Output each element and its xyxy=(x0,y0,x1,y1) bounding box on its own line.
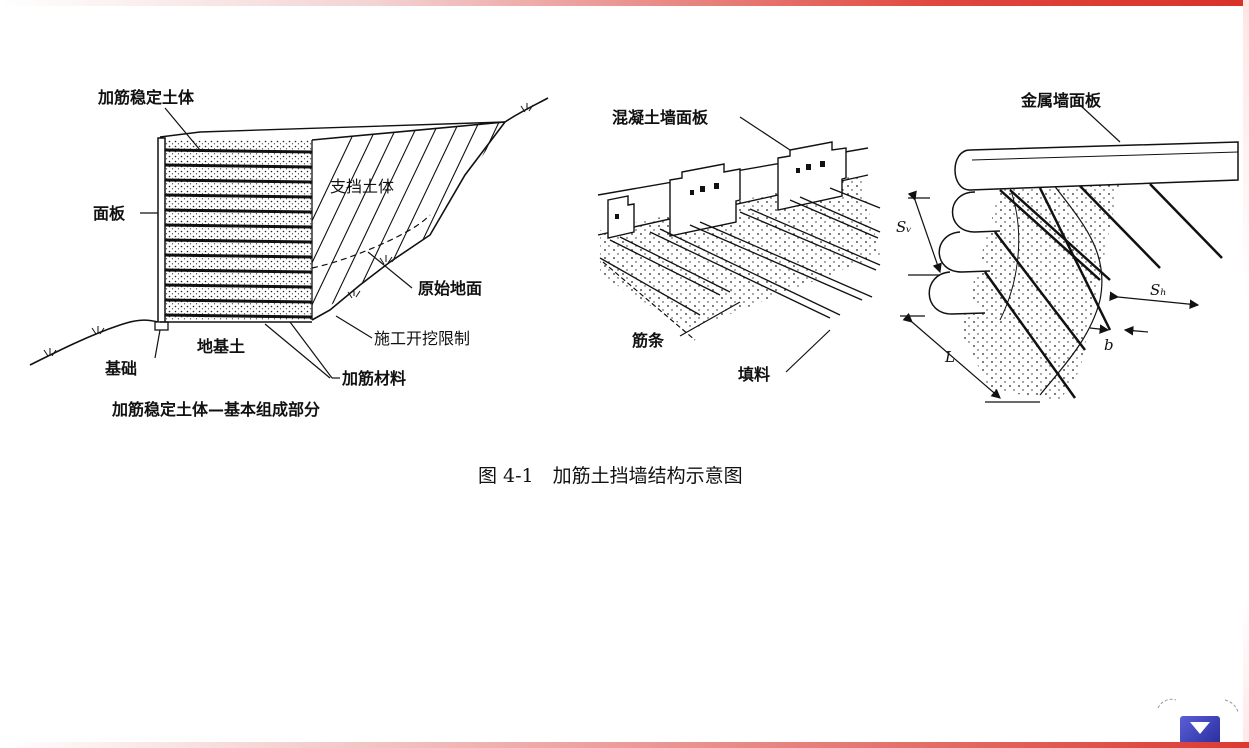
figure-caption: 图 4-1 加筋土挡墙结构示意图 xyxy=(478,465,743,487)
metal-panel-top xyxy=(954,141,1239,191)
middle-panel: 混凝土墙面板 筋条 填料 xyxy=(597,108,881,384)
symbol-sv: Sᵥ xyxy=(896,218,912,236)
label-metal-panel: 金属墙面板 xyxy=(1020,91,1102,110)
label-reinforced-body: 加筋稳定土体 xyxy=(97,88,195,107)
reinforcement-layers xyxy=(164,148,313,319)
label-reinforcement: 加筋材料 xyxy=(341,369,406,388)
grass-tufts xyxy=(43,103,534,357)
facing-panel xyxy=(157,137,166,327)
label-retained-soil: 支挡土体 xyxy=(330,177,394,196)
right-panel: 金属墙面板 Sᵥ Sₕ L b xyxy=(896,91,1239,403)
bottom-accent-bar xyxy=(0,742,1249,748)
label-facing: 面板 xyxy=(93,204,126,223)
symbol-b: b xyxy=(1104,336,1114,354)
symbol-l: L xyxy=(944,348,955,366)
left-panel: 加筋稳定土体 面板 支挡土体 原始地面 施工开挖限制 基础 地基土 加筋材料 加… xyxy=(29,88,549,419)
label-concrete-panel: 混凝土墙面板 xyxy=(612,108,709,127)
leader-lines xyxy=(140,107,413,379)
label-excavation-limit: 施工开挖限制 xyxy=(374,329,470,348)
foundation-block xyxy=(154,321,169,331)
fill-soil xyxy=(600,175,880,330)
reinforced-soil-body xyxy=(165,140,312,320)
panel-holes xyxy=(615,161,825,219)
concrete-panels xyxy=(607,141,847,239)
label-foundation: 基础 xyxy=(104,359,137,378)
top-accent-bar xyxy=(0,0,1249,6)
reinforcing-strips xyxy=(599,187,881,319)
symbol-sh: Sₕ xyxy=(1150,281,1167,299)
label-strips: 筋条 xyxy=(631,331,665,350)
left-panel-subtitle: 加筋稳定土体—基本组成部分 xyxy=(111,400,320,419)
label-original-ground: 原始地面 xyxy=(418,279,482,298)
metal-bars xyxy=(983,183,1223,399)
label-subsoil: 地基土 xyxy=(197,337,245,356)
label-fill: 填料 xyxy=(738,365,770,384)
right-edge-decoration xyxy=(1243,0,1249,748)
nav-down-icon[interactable] xyxy=(1180,716,1220,742)
